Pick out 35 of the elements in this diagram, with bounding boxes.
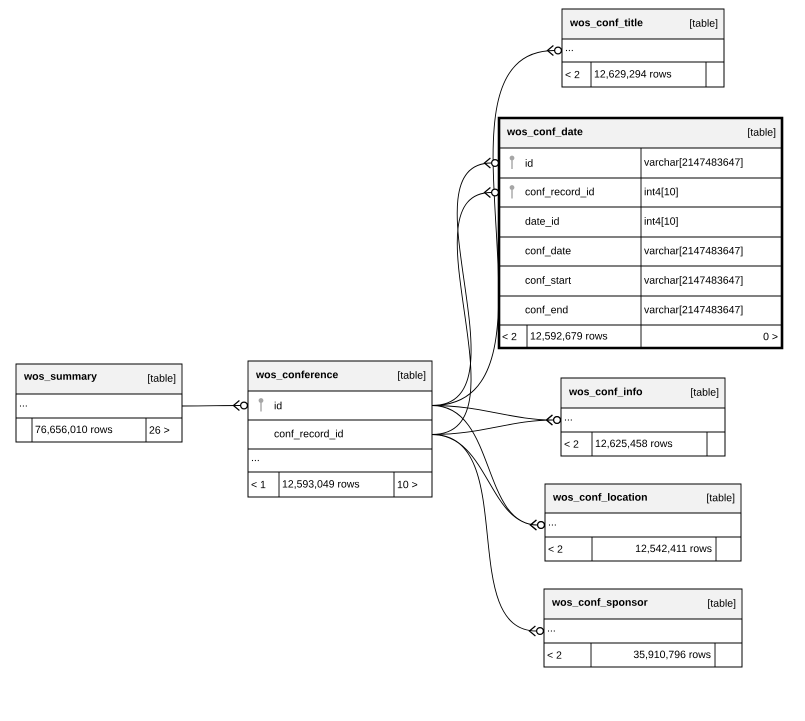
table-row: date_id int4[10] [498,206,782,238]
table-row: conf_date varchar[2147483647] [498,236,782,266]
table-type: [table] [690,19,718,29]
table-row: conf_start varchar[2147483647] [498,266,782,296]
table-name: wos_conf_title [570,18,643,28]
table-name: wos_conf_location [552,493,647,502]
table-row: ... [544,512,742,538]
table-row: 76,656,010 rows 26 > [16,418,182,442]
table-type: [table] [398,371,426,381]
table-name: wos_conf_date [506,128,582,136]
table-row: ... [16,394,182,418]
table-row: ... [248,448,432,472]
table-name: wos_conf_sponsor [552,598,648,608]
table-row: conf_end varchar[2147483647] [498,296,782,326]
table-name: wos_conf_info [568,388,642,396]
table-type: [table] [148,374,176,384]
table-row: conf_record_id int4[10] [498,178,782,208]
table-type: [table] [707,494,734,504]
table-name: wos_summary [24,374,97,382]
table-row: < 2 12,629,294 rows [562,62,724,88]
table-type: [table] [708,599,736,609]
table-row: < 2 12,592,679 rows 0 > [498,324,782,348]
table-row: id varchar[2147483647] [498,148,782,178]
table-type: [table] [691,388,718,398]
table-row: id [248,390,432,420]
table-row: conf_record_id [248,420,432,450]
table-row: < 1 12,593,049 rows 10 > [248,472,432,498]
table-type: [table] [748,128,776,138]
table-row: < 2 12,625,458 rows [560,432,726,456]
table-name: wos_conference [256,370,338,380]
table-row: ... [562,38,724,62]
table-row: ... [560,408,726,432]
table-row: < 2 12,542,411 rows [544,536,742,562]
table-row: ... [544,618,742,644]
table-row: < 2 35,910,796 rows [544,642,742,668]
